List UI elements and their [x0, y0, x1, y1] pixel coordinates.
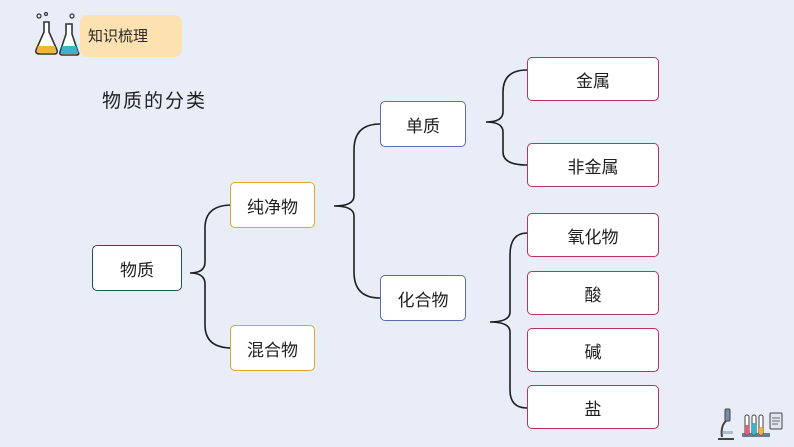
node-oxide: 氧化物 [527, 213, 659, 257]
node-mixture: 混合物 [230, 325, 315, 371]
lab-equipment-icon [718, 408, 783, 440]
node-compound-label: 化合物 [397, 290, 449, 311]
node-metal-label: 金属 [576, 71, 610, 92]
node-nonmetal-label: 非金属 [567, 157, 619, 178]
node-salt-label: 盐 [584, 399, 602, 420]
chemistry-flasks-icon [35, 12, 80, 56]
node-nonmetal: 非金属 [527, 143, 659, 187]
node-salt: 盐 [527, 385, 659, 429]
node-base-label: 碱 [584, 342, 602, 363]
node-compound: 化合物 [380, 275, 466, 321]
node-base: 碱 [527, 328, 659, 372]
node-acid: 酸 [527, 271, 659, 315]
section-badge-label: 知识梳理 [88, 27, 149, 45]
node-pure-substance-label: 纯净物 [247, 197, 298, 218]
node-mixture-label: 混合物 [247, 340, 298, 361]
node-metal: 金属 [527, 57, 659, 101]
diagram-heading: 物质的分类 [102, 90, 208, 112]
node-pure-substance: 纯净物 [230, 182, 315, 228]
node-acid-label: 酸 [584, 285, 602, 306]
node-substance-label: 物质 [120, 260, 154, 281]
node-element-label: 单质 [406, 116, 440, 137]
section-badge: 知识梳理 [80, 15, 182, 57]
node-substance: 物质 [92, 245, 182, 291]
node-oxide-label: 氧化物 [567, 227, 619, 248]
node-element: 单质 [380, 101, 466, 147]
